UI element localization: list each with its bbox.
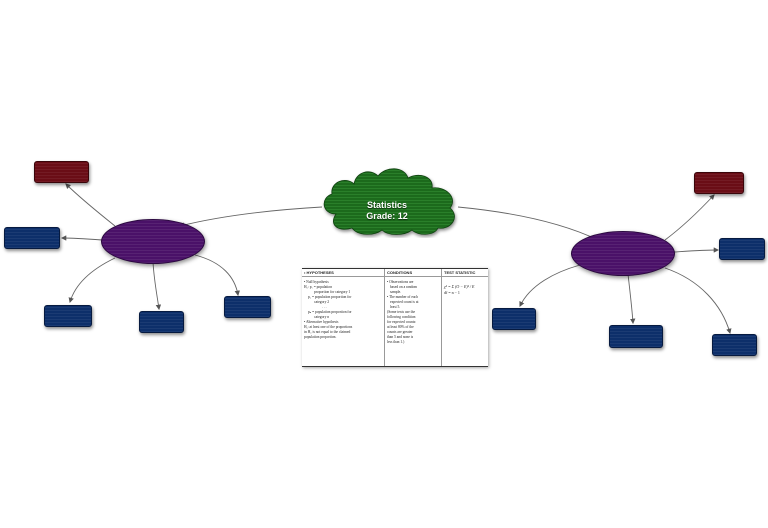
connector-right-to-blue-2 (519, 264, 581, 307)
conditions-line: expected count is at (390, 300, 419, 304)
connector-left-to-blue-2 (68, 257, 116, 304)
main-branch-right[interactable] (571, 231, 675, 276)
hypotheses-line: category 2 (314, 300, 330, 304)
test-statistic-column: TEST STATISTIC χ² = Σ (O − E)² / E df = … (441, 269, 488, 367)
hypotheses-column: • HYPOTHESES • Null hypothesis H₀: p₁ = … (302, 269, 384, 367)
hypotheses-line: population proportion. (304, 335, 337, 339)
subtopic-right-blue-1[interactable] (719, 238, 765, 260)
connector-left-to-blue-1 (60, 235, 103, 241)
conditions-header: CONDITIONS (385, 269, 441, 277)
main-branch-left[interactable] (101, 219, 205, 264)
hypotheses-line: proportion for category 1 (314, 290, 351, 294)
subtopic-left-red[interactable] (34, 161, 89, 183)
test-statistic-header: TEST STATISTIC (442, 269, 488, 277)
test-statistic-formula: χ² = Σ (O − E)² / E (444, 284, 475, 289)
hypotheses-line: . . . (322, 305, 327, 309)
central-topic-title-line2: Grade: 12 (366, 211, 408, 221)
connector-right-to-blue-1 (673, 247, 720, 253)
test-statistic-df: df = n − 1 (444, 290, 460, 295)
connector-right-to-blue-4 (664, 267, 732, 335)
connector-left-to-red (65, 183, 116, 227)
conditions-line: least 5. (390, 305, 401, 309)
conditions-column: CONDITIONS • Observations are based on a… (384, 269, 441, 367)
hypotheses-line: H₀: p₁ = population (304, 285, 332, 289)
conditions-line: following condition (387, 315, 416, 319)
hypotheses-line: • Alternative hypothesis (304, 320, 339, 324)
hypotheses-line: in H₀ is not equal to the claimed (304, 330, 351, 334)
subtopic-left-blue-2[interactable] (44, 305, 92, 327)
conditions-line: sample. (390, 290, 402, 294)
conditions-line: • The number of each (387, 295, 418, 299)
chi-square-reference-table: • HYPOTHESES • Null hypothesis H₀: p₁ = … (302, 268, 488, 367)
conditions-line: for expected counts: (387, 320, 417, 324)
table-bottom-rule (302, 366, 488, 367)
subtopic-left-blue-1[interactable] (4, 227, 60, 249)
conditions-line: less than 1.) (387, 340, 405, 344)
conditions-line: (Some texts use the (387, 310, 416, 314)
connector-left-to-blue-4 (194, 254, 240, 297)
conditions-line: • Observations are (387, 280, 414, 284)
subtopic-left-blue-4[interactable] (224, 296, 271, 318)
subtopic-right-blue-4[interactable] (712, 334, 757, 356)
hypotheses-header: • HYPOTHESES (302, 269, 384, 277)
hypotheses-line: • Null hypothesis (304, 280, 329, 284)
central-topic-title: Statistics Grade: 12 (340, 200, 434, 222)
connector-center-left (178, 206, 323, 228)
subtopic-right-blue-2[interactable] (492, 308, 536, 330)
central-topic-cloud[interactable] (318, 164, 464, 238)
connector-right-to-red (664, 194, 715, 241)
hypotheses-line: Hₐ: at least one of the proportions (304, 325, 353, 329)
connector-right-to-blue-3 (627, 273, 636, 325)
conditions-line: counts are greater (387, 330, 413, 334)
conditions-line: at least 80% of the (387, 325, 414, 329)
conditions-line: than 5 and none is (387, 335, 414, 339)
conditions-line: based on a random (390, 285, 418, 289)
hypotheses-line: p₂ = population proportion for (308, 295, 352, 299)
hypotheses-line: category n (314, 315, 330, 319)
hypotheses-line: pₙ = population proportion for (308, 310, 352, 314)
subtopic-right-red[interactable] (694, 172, 744, 194)
central-topic-title-line1: Statistics (366, 200, 408, 210)
subtopic-left-blue-3[interactable] (139, 311, 184, 333)
connector-center-right (457, 206, 599, 241)
subtopic-right-blue-3[interactable] (609, 325, 663, 348)
connector-left-to-blue-3 (152, 261, 162, 311)
